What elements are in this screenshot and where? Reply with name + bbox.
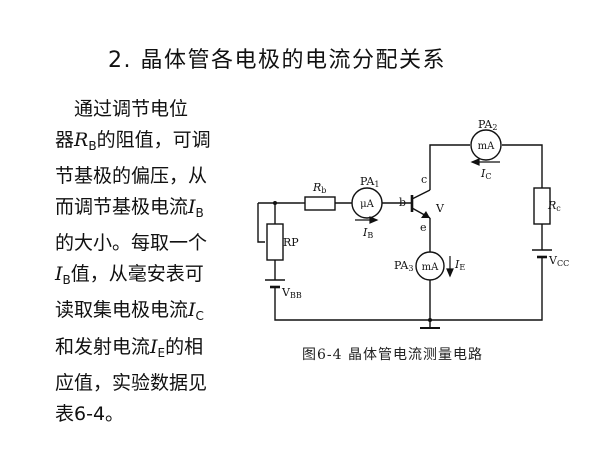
text-line: 的大小。每取一个 [55, 232, 208, 254]
text-line: 通过调节电位 [74, 98, 189, 120]
text-line: 读取集电极电流IC [55, 299, 204, 323]
section-title: 2. 晶体管各电极的电流分配关系 [108, 48, 446, 73]
text-line: 表6-4。 [55, 402, 125, 425]
ie-label: IE [454, 258, 465, 272]
collector-wire [429, 144, 470, 190]
rb-resistor [304, 196, 336, 211]
ib-label: IB [362, 226, 373, 240]
text-line: 而调节基极电流IB [55, 195, 204, 220]
bottom-right-wire [430, 257, 543, 321]
rb-label: Rb [312, 181, 326, 195]
rp-label: RP [283, 236, 299, 249]
rp-potentiometer [266, 223, 284, 261]
base-terminal-label: b [399, 196, 406, 209]
emitter-terminal-label: e [420, 221, 427, 234]
vcc-label: VCC [548, 254, 569, 268]
top-right-wire [502, 144, 543, 188]
text-line: 节基极的偏压，从 [55, 165, 208, 187]
microammeter-pa1 [351, 187, 383, 219]
bottom-left-wire [274, 287, 430, 321]
ammeter-pa2 [470, 129, 502, 161]
explanation-paragraph: 通过调节电位 器RB的阻值，可调 节基极的偏压，从 而调节基极电流IB 的大小。… [55, 94, 225, 429]
text-line: 应值，实验数据见 [55, 372, 208, 394]
pa2-unit: mA [478, 141, 495, 152]
figure-caption: 图6-4 晶体管电流测量电路 [302, 347, 483, 363]
transistor-collector-leg [411, 189, 431, 200]
text-line: IB值，从毫安表可 [55, 262, 204, 287]
text-line: 和发射电流IE的相 [55, 335, 204, 360]
ic-label: IC [480, 167, 491, 181]
vbb-label: VBB [281, 286, 302, 300]
transistor-label: V [435, 202, 445, 215]
ammeter-pa3 [415, 251, 445, 281]
collector-terminal-label: c [421, 173, 427, 186]
pa2-label: PA2 [478, 118, 497, 132]
rp-wiper [257, 203, 265, 243]
pa1-label: PA1 [360, 175, 379, 189]
text-line: 器RB的阻值，可调 [55, 128, 211, 153]
rc-label: Rc [547, 199, 561, 213]
pa3-unit: mA [422, 262, 439, 273]
pa3-label: PA3 [394, 259, 413, 273]
pa1-unit: μA [360, 199, 374, 210]
